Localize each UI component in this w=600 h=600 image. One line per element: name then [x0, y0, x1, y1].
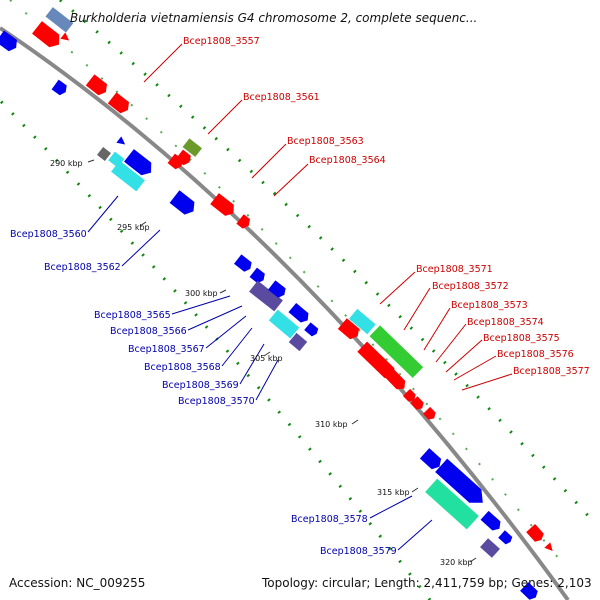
tick-label: 295 kbp: [117, 223, 150, 232]
gene-feature[interactable]: [337, 318, 362, 342]
inner-dotted-track: [0, 98, 432, 600]
gene-feature[interactable]: [249, 280, 283, 312]
tick-label: 305 kbp: [250, 354, 283, 363]
accession-text: Accession: NC_009255: [9, 576, 145, 590]
outer-gene-track: [32, 7, 555, 553]
gene-label[interactable]: Bcep1808_3569: [162, 380, 239, 391]
gene-label[interactable]: Bcep1808_3577: [513, 366, 590, 377]
gene-feature[interactable]: [249, 267, 268, 285]
outer-leader-lines: [143, 43, 513, 391]
gene-feature[interactable]: [60, 32, 71, 43]
gene-label[interactable]: Bcep1808_3571: [416, 264, 493, 275]
gene-feature[interactable]: [425, 478, 479, 530]
gene-feature[interactable]: [96, 146, 112, 162]
gene-label[interactable]: Bcep1808_3578: [291, 514, 368, 525]
gene-feature[interactable]: [124, 149, 156, 179]
gene-feature[interactable]: [236, 214, 252, 230]
inner-leader-lines: [87, 195, 433, 551]
gene-label[interactable]: Bcep1808_3562: [44, 262, 121, 273]
gene-feature[interactable]: [498, 530, 514, 545]
tick-label: 310 kbp: [315, 420, 348, 429]
gene-label[interactable]: Bcep1808_3560: [10, 229, 87, 240]
gene-label[interactable]: Bcep1808_3564: [309, 155, 386, 166]
gene-feature[interactable]: [268, 309, 300, 339]
gene-feature[interactable]: [402, 388, 418, 404]
gene-feature[interactable]: [234, 254, 254, 273]
gene-feature[interactable]: [107, 92, 132, 115]
gene-label[interactable]: Bcep1808_3579: [320, 546, 397, 557]
gene-feature[interactable]: [435, 458, 489, 510]
gene-label[interactable]: Bcep1808_3570: [178, 396, 255, 407]
gene-label[interactable]: Bcep1808_3567: [128, 344, 205, 355]
gene-feature[interactable]: [85, 74, 110, 97]
gene-feature[interactable]: [383, 367, 408, 393]
gene-label[interactable]: Bcep1808_3576: [497, 349, 574, 360]
gene-feature[interactable]: [51, 79, 70, 97]
gene-feature[interactable]: [410, 396, 426, 412]
topology-text: Topology: circular; Length: 2,411,759 bp…: [261, 576, 592, 590]
gene-feature[interactable]: [210, 193, 238, 219]
gene-feature[interactable]: [369, 325, 424, 378]
gene-feature[interactable]: [526, 524, 546, 544]
gene-feature[interactable]: [0, 30, 20, 53]
gene-feature[interactable]: [480, 510, 504, 533]
gene-feature[interactable]: [357, 341, 398, 383]
gene-feature[interactable]: [167, 153, 186, 171]
gene-label[interactable]: Bcep1808_3561: [243, 92, 320, 103]
gene-label[interactable]: Bcep1808_3565: [94, 310, 171, 321]
gene-label[interactable]: Bcep1808_3568: [144, 362, 221, 373]
tick-label: 300 kbp: [185, 289, 218, 298]
gene-label[interactable]: Bcep1808_3563: [287, 136, 364, 147]
gene-feature[interactable]: [348, 308, 376, 335]
map-title: Burkholderia vietnamiensis G4 chromosome…: [70, 11, 477, 25]
gene-label[interactable]: Bcep1808_3573: [451, 300, 528, 311]
inner-gene-track: [0, 30, 540, 600]
gene-label[interactable]: Bcep1808_3575: [483, 333, 560, 344]
gene-label[interactable]: Bcep1808_3557: [183, 36, 260, 47]
tick-label: 320 kbp: [440, 558, 473, 567]
gene-feature[interactable]: [304, 322, 320, 337]
gene-feature[interactable]: [480, 538, 500, 558]
gene-feature[interactable]: [169, 190, 199, 217]
gene-feature[interactable]: [32, 21, 64, 51]
tick-marks: [87, 159, 477, 563]
chromosome-backbone: [0, 26, 570, 600]
gene-feature[interactable]: [422, 406, 438, 422]
gene-feature[interactable]: [182, 138, 202, 157]
gene-feature[interactable]: [288, 332, 308, 352]
gene-feature[interactable]: [116, 136, 127, 147]
tick-label: 290 kbp: [50, 159, 83, 168]
gene-feature[interactable]: [288, 302, 311, 325]
gene-label[interactable]: Bcep1808_3566: [110, 326, 187, 337]
gene-label[interactable]: Bcep1808_3572: [432, 281, 509, 292]
gene-feature[interactable]: [45, 7, 74, 33]
tick-label: 315 kbp: [377, 488, 410, 497]
gene-feature[interactable]: [419, 448, 444, 472]
gene-feature[interactable]: [268, 280, 288, 299]
gene-feature[interactable]: [544, 542, 555, 553]
outer-dotted-track: [59, 0, 594, 522]
gene-feature[interactable]: [520, 582, 540, 600]
gene-feature[interactable]: [111, 160, 145, 192]
gene-label[interactable]: Bcep1808_3574: [467, 317, 544, 328]
